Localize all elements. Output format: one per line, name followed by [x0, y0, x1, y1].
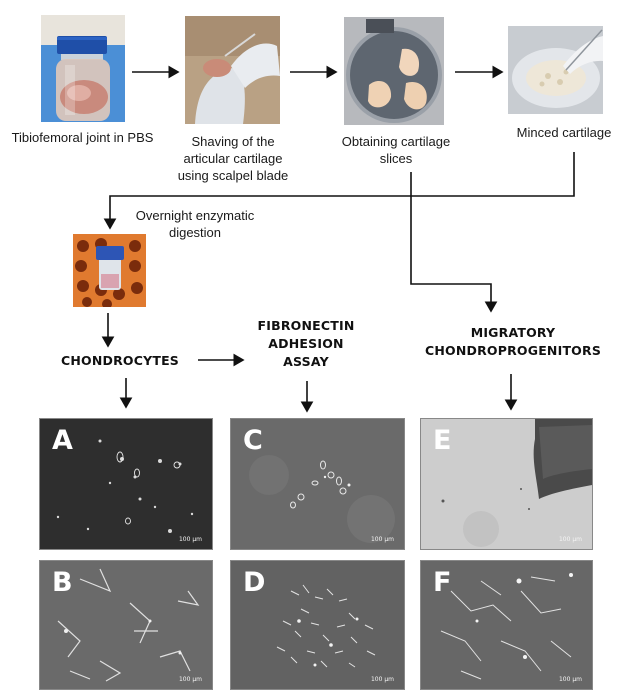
chondrocytes-label: CHONDROCYTES: [60, 353, 180, 368]
fibronectin-line-2: ADHESION: [268, 336, 344, 351]
panel-a-letter: A: [52, 425, 73, 456]
arrow-slices-to-migratory: [410, 172, 498, 313]
micrograph-panel-f: F 100 µm: [420, 560, 593, 690]
minced-caption: Minced cartilage: [516, 125, 612, 140]
micrograph-panel-e: E 100 µm: [420, 418, 593, 550]
panel-c-scale-bar: 100 µm: [370, 536, 394, 543]
digestion-caption-line-1: Overnight enzymatic: [135, 208, 255, 223]
minced-cartilage-photo: [508, 26, 603, 114]
panel-f-letter: F: [433, 567, 452, 598]
panel-b-letter: B: [52, 567, 73, 598]
panel-f-scale-bar: 100 µm: [558, 676, 582, 683]
shaving-caption: Shaving of the articular cartilage using…: [168, 133, 298, 184]
panel-e-scale-bar: 100 µm: [558, 536, 582, 543]
digestion-caption: Overnight enzymatic digestion: [125, 207, 265, 241]
micrograph-panel-b: B 100 µm: [39, 560, 213, 690]
micrograph-panel-d: D 100 µm: [230, 560, 405, 690]
cartilage-slices-photo: [344, 17, 444, 125]
shaving-caption-line-2: articular cartilage: [183, 151, 283, 166]
slices-caption-line-1: Obtaining cartilage: [341, 134, 451, 149]
shaving-caption-line-3: using scalpel blade: [177, 168, 289, 183]
panel-c-letter: C: [243, 425, 263, 456]
migratory-chondroprogenitors-label: MIGRATORY CHONDROPROGENITORS: [418, 324, 608, 360]
shaving-caption-line-1: Shaving of the: [191, 134, 275, 149]
slices-caption-line-2: slices: [379, 151, 413, 166]
digestion-tube-photo: [73, 234, 146, 307]
arrow-minced-to-digestion: [103, 152, 575, 230]
shaving-photo: [185, 16, 280, 124]
panel-d-letter: D: [243, 567, 266, 598]
panel-e-letter: E: [433, 425, 452, 456]
micrograph-panel-a: A 100 µm: [39, 418, 213, 550]
micrograph-panel-c: C 100 µm: [230, 418, 405, 550]
fibronectin-line-3: ASSAY: [283, 354, 329, 369]
digestion-caption-line-2: digestion: [168, 225, 222, 240]
fibronectin-adhesion-assay-label: FIBRONECTIN ADHESION ASSAY: [240, 317, 372, 371]
panel-a-scale-bar: 100 µm: [178, 536, 202, 543]
migratory-line-2: CHONDROPROGENITORS: [424, 343, 602, 358]
slices-caption: Obtaining cartilage slices: [326, 133, 466, 167]
panel-b-scale-bar: 100 µm: [178, 676, 202, 683]
joint-in-pbs-photo: [41, 15, 125, 122]
migratory-line-1: MIGRATORY: [470, 325, 556, 340]
fibronectin-line-1: FIBRONECTIN: [257, 318, 355, 333]
joint-caption: Tibiofemoral joint in PBS: [11, 130, 154, 145]
panel-d-scale-bar: 100 µm: [370, 676, 394, 683]
